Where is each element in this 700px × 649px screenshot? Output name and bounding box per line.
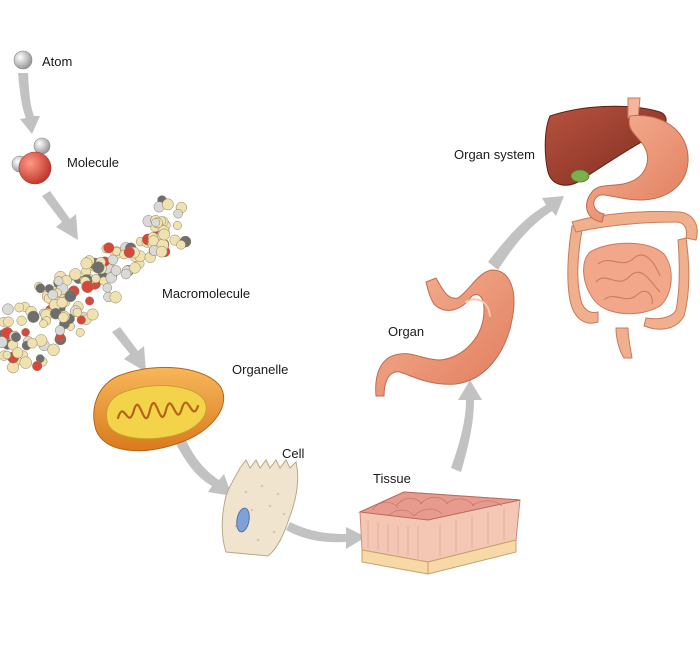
arrow-macromolecule-to-organelle <box>112 327 146 372</box>
macromolecule-bead <box>56 297 68 309</box>
macromolecule-bead <box>123 246 135 258</box>
macromolecule-bead <box>109 291 122 304</box>
macromolecule-bead <box>0 336 8 349</box>
macromolecule-bead <box>35 283 46 294</box>
organelle-illustration <box>93 366 225 452</box>
arrow-molecule-to-macromolecule <box>42 191 78 240</box>
macromolecule-bead <box>162 198 174 211</box>
tissue-illustration <box>358 491 521 575</box>
arrow-organelle-to-cell <box>176 440 232 496</box>
macromolecule-bead <box>21 328 30 337</box>
macromolecule-bead <box>176 240 186 250</box>
macromolecule-bead <box>69 268 82 281</box>
atom-illustration <box>13 50 33 70</box>
macromolecule-bead <box>103 242 115 254</box>
macromolecule-bead <box>120 268 132 280</box>
macromolecule-bead <box>47 289 59 301</box>
label-organ-system: Organ system <box>454 147 535 162</box>
macromolecule-bead <box>26 337 38 349</box>
arrow-cell-to-tissue <box>286 522 366 549</box>
organ-system-illustration <box>544 97 698 359</box>
macromolecule-bead <box>58 312 69 323</box>
macromolecule-bead <box>172 221 182 230</box>
label-organelle: Organelle <box>232 362 289 377</box>
macromolecule-bead <box>155 245 168 258</box>
arrow-atom-to-molecule <box>18 73 40 134</box>
organ-illustration <box>375 269 515 397</box>
macromolecule-bead <box>53 276 64 286</box>
cell-illustration <box>221 459 299 557</box>
macromolecule-bead <box>85 296 95 306</box>
macromolecule-bead <box>129 262 141 274</box>
label-molecule: Molecule <box>67 155 120 170</box>
molecule-illustration <box>11 137 52 185</box>
macromolecule-bead <box>75 327 85 337</box>
macromolecule-bead <box>110 265 122 276</box>
macromolecule-bead <box>2 350 12 360</box>
macromolecule-bead <box>39 319 48 328</box>
label-organ: Organ <box>388 324 425 339</box>
macromolecule-bead <box>2 303 14 315</box>
macromolecule-bead <box>27 310 40 323</box>
macromolecule-bead <box>151 218 161 228</box>
arrow-tissue-to-organ <box>451 380 482 472</box>
macromolecule-bead <box>12 347 24 359</box>
macromolecule-bead <box>54 325 66 336</box>
macromolecule-bead <box>76 315 86 325</box>
macromolecule-bead <box>173 208 183 219</box>
macromolecule-bead <box>91 274 101 284</box>
macromolecule-bead <box>3 316 14 328</box>
macromolecule-bead <box>80 257 93 270</box>
macromolecule-bead <box>102 283 113 293</box>
label-cell: Cell <box>282 446 305 461</box>
macromolecule-bead <box>72 307 83 318</box>
macromolecule-bead <box>86 308 99 321</box>
label-atom: Atom <box>42 54 73 69</box>
macromolecule-bead <box>11 332 21 343</box>
label-tissue: Tissue <box>373 471 411 486</box>
macromolecule-bead <box>14 302 25 313</box>
macromolecule-bead <box>32 360 43 372</box>
arrows <box>18 73 564 549</box>
macromolecule-bead <box>158 228 171 241</box>
macromolecule-bead <box>64 290 77 303</box>
label-macromolecule: Macromolecule <box>162 286 251 301</box>
macromolecule-illustration <box>0 195 192 374</box>
macromolecule-bead <box>19 356 32 369</box>
arrow-organ-to-organ-system <box>488 196 564 270</box>
macromolecule-bead <box>47 343 60 356</box>
macromolecule-bead <box>16 315 27 326</box>
macromolecule-bead <box>92 261 105 274</box>
macromolecule-bead <box>81 280 94 293</box>
macromolecule-bead <box>107 254 119 265</box>
